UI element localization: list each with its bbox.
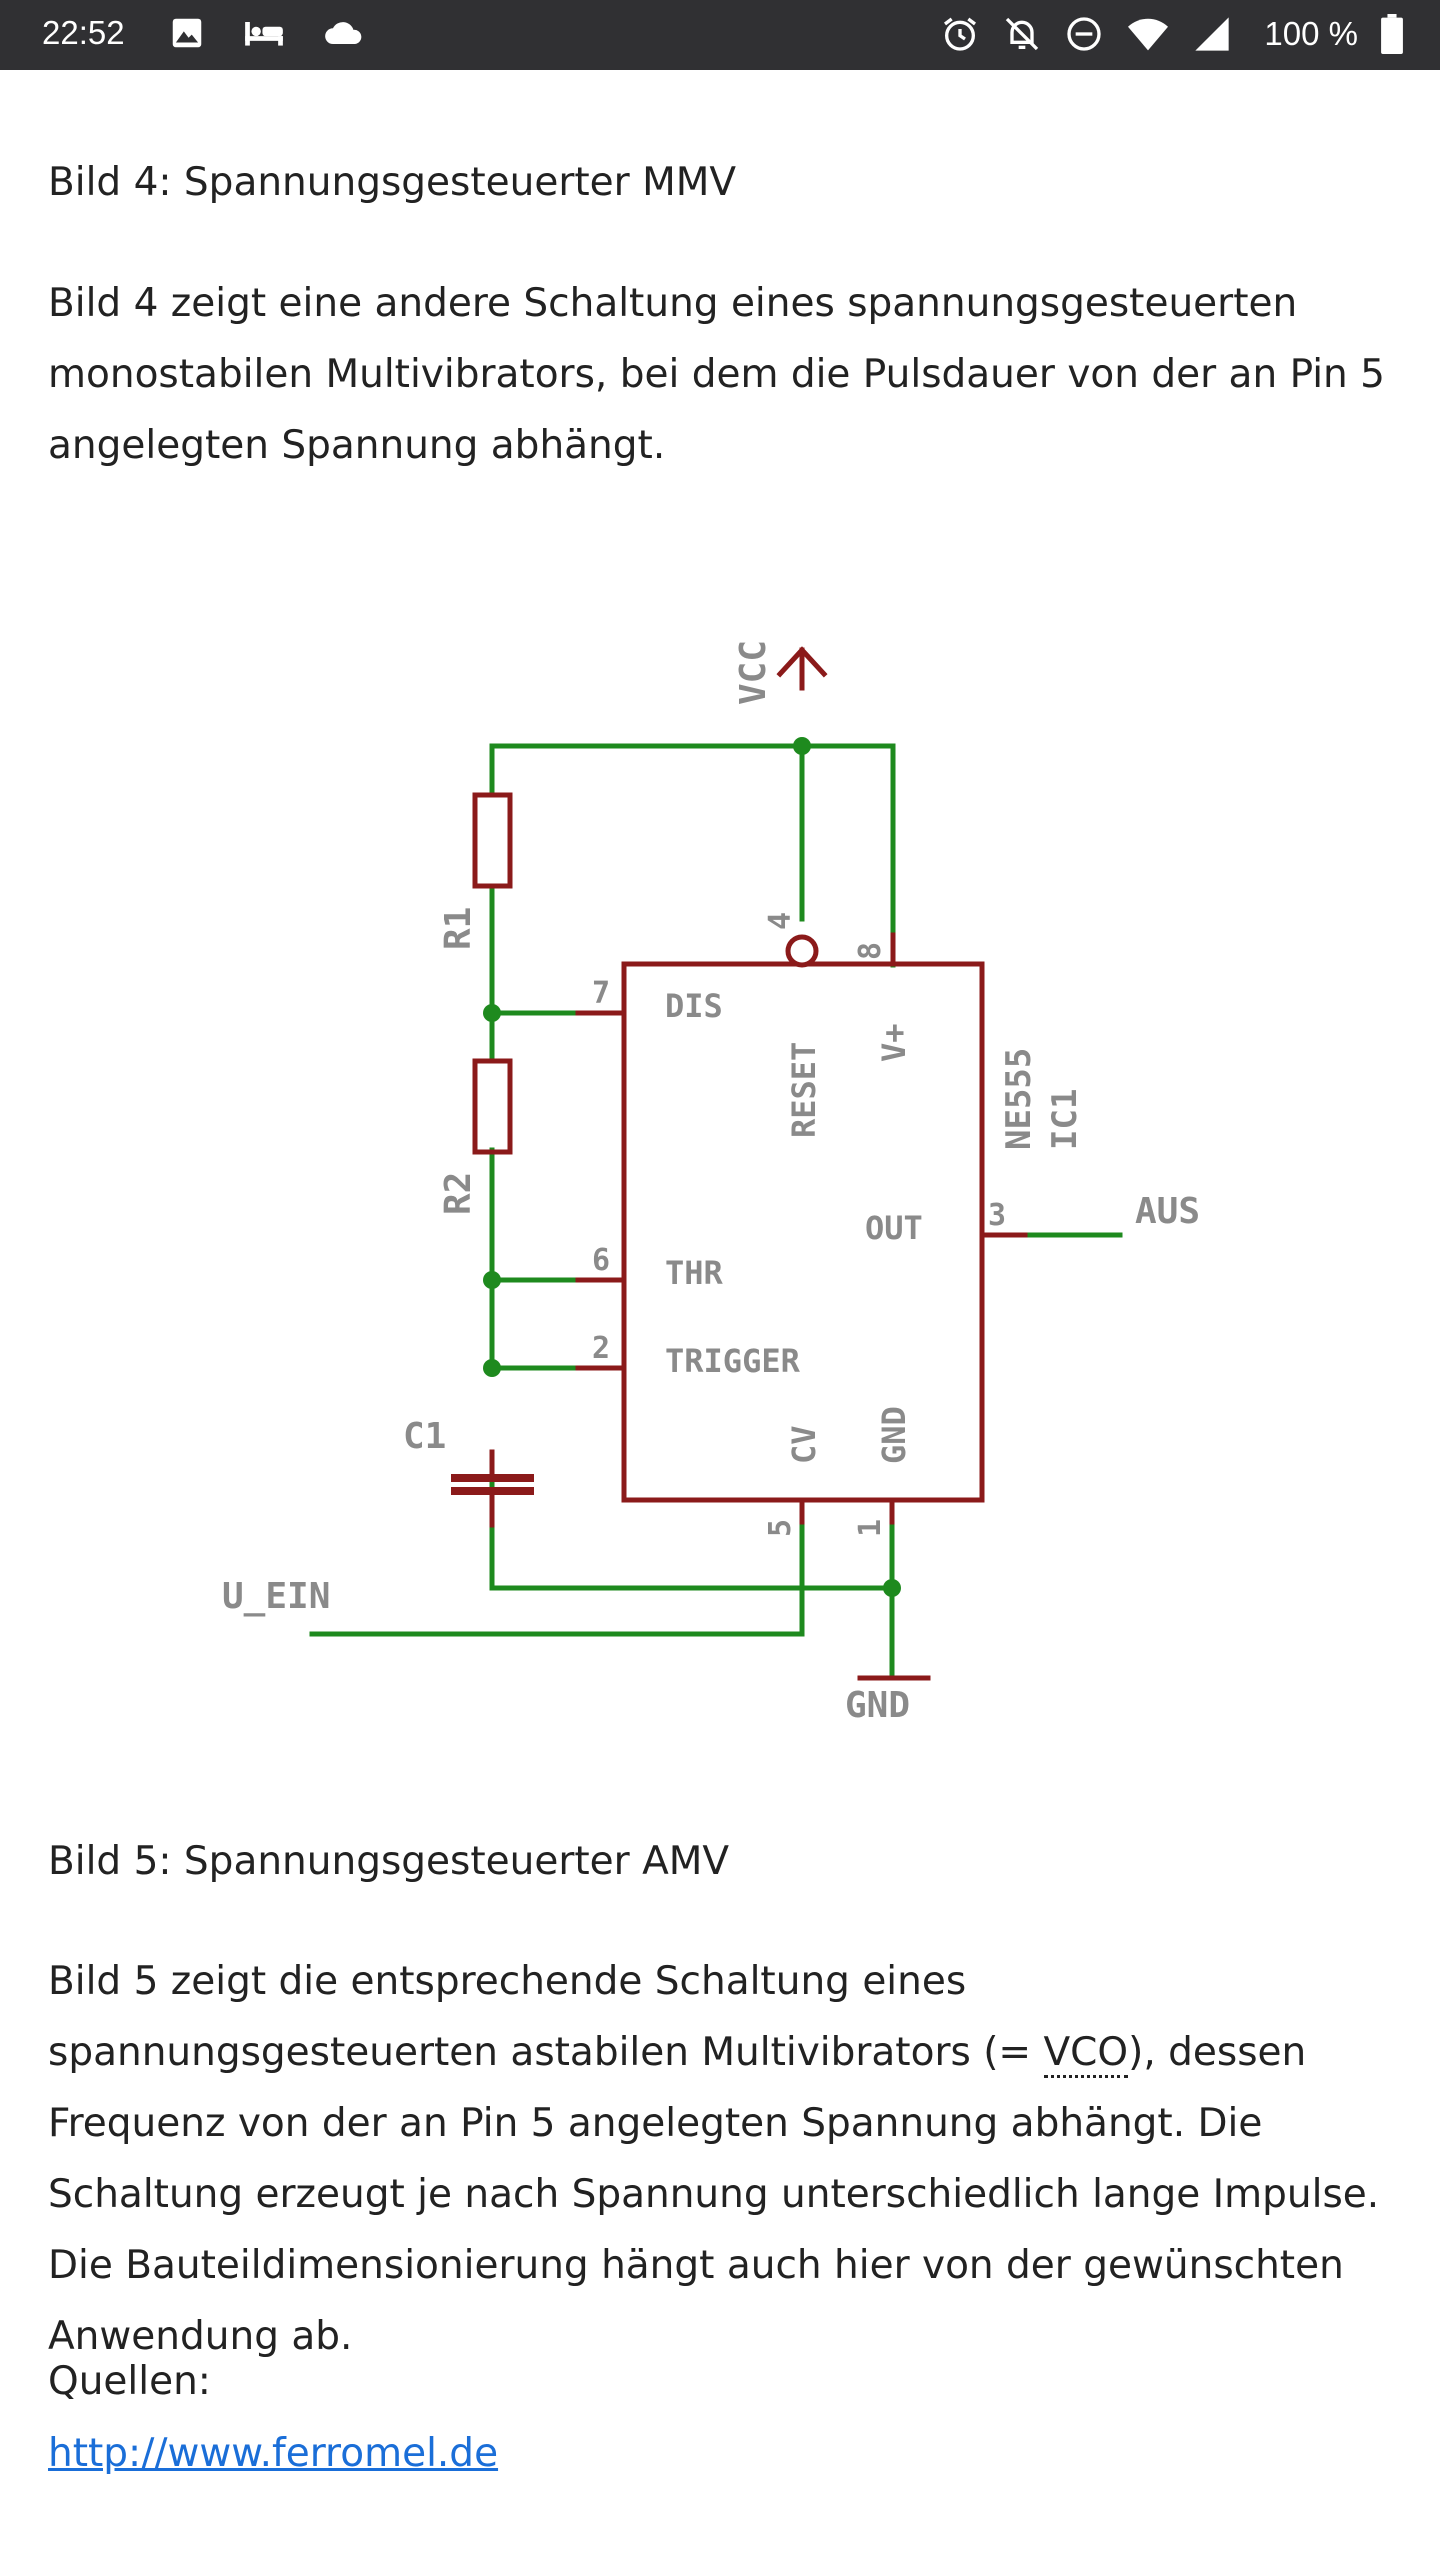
ic-ref-label: IC1 bbox=[1045, 1089, 1085, 1150]
status-bar: 22:52 100 % bbox=[0, 0, 1440, 70]
pin5-number: 5 bbox=[763, 1519, 798, 1537]
aus-label: AUS bbox=[1135, 1191, 1200, 1232]
source-link[interactable]: http://www.ferromel.de bbox=[48, 2431, 499, 2476]
figure-caption-4: Bild 4: Spannungsgesteuerter MMV bbox=[48, 160, 737, 205]
signal-icon bbox=[1192, 14, 1232, 54]
paragraph-5-start: Bild 5 zeigt die entsprechende Schaltung… bbox=[48, 1959, 1044, 2075]
bed-icon bbox=[242, 14, 286, 52]
pin-gnd-label: GND bbox=[875, 1406, 913, 1464]
schematic-svg: VCC R1 R2 C1 U_EIN GND AUS NE555 IC1 DIS… bbox=[222, 640, 1200, 1726]
alarm-icon bbox=[940, 14, 980, 54]
pin-vplus-label: V+ bbox=[875, 1023, 913, 1062]
r2-label: R2 bbox=[438, 1172, 479, 1215]
status-time: 22:52 bbox=[42, 14, 125, 51]
c1-label: C1 bbox=[403, 1416, 446, 1457]
sources-label: Quellen: bbox=[48, 2359, 211, 2404]
figure-caption-5: Bild 5: Spannungsgesteuerter AMV bbox=[48, 1839, 730, 1884]
r1-label: R1 bbox=[438, 907, 479, 950]
paragraph-figure-4: Bild 4 zeigt eine andere Schaltung eines… bbox=[48, 281, 1385, 468]
pin-thr-label: THR bbox=[665, 1254, 724, 1292]
cloud-icon bbox=[322, 14, 366, 52]
battery-percentage: 100 % bbox=[1264, 15, 1358, 52]
u-ein-label: U_EIN bbox=[222, 1576, 330, 1617]
pin8-number: 8 bbox=[853, 942, 888, 960]
pin7-number: 7 bbox=[592, 976, 610, 1011]
pin2-number: 2 bbox=[592, 1331, 610, 1366]
pin-cv-label: CV bbox=[785, 1425, 823, 1464]
gnd-label: GND bbox=[845, 1685, 910, 1726]
paragraph-5-end: ), dessen Frequenz von der an Pin 5 ange… bbox=[48, 2030, 1380, 2359]
pin1-number: 1 bbox=[853, 1519, 888, 1537]
schematic-diagram: VCC R1 R2 C1 U_EIN GND AUS NE555 IC1 DIS… bbox=[200, 590, 1260, 1760]
pin6-number: 6 bbox=[592, 1243, 610, 1278]
vco-abbreviation[interactable]: VCO bbox=[1043, 2030, 1129, 2078]
do-not-disturb-icon bbox=[1064, 14, 1104, 54]
ic-name-label: NE555 bbox=[999, 1048, 1039, 1150]
pin-out-label: OUT bbox=[865, 1209, 923, 1247]
pin3-number: 3 bbox=[988, 1198, 1006, 1233]
wifi-icon bbox=[1126, 14, 1170, 54]
image-icon bbox=[168, 14, 206, 52]
battery-icon bbox=[1380, 14, 1404, 54]
pin-dis-label: DIS bbox=[665, 987, 723, 1025]
paragraph-figure-5: Bild 5 zeigt die entsprechende Schaltung… bbox=[48, 1946, 1398, 2372]
pin-trigger-label: TRIGGER bbox=[665, 1342, 801, 1380]
pin-reset-label: RESET bbox=[785, 1042, 823, 1138]
pin4-number: 4 bbox=[763, 912, 798, 930]
vcc-label: VCC bbox=[733, 640, 774, 705]
notifications-off-icon bbox=[1002, 14, 1042, 54]
